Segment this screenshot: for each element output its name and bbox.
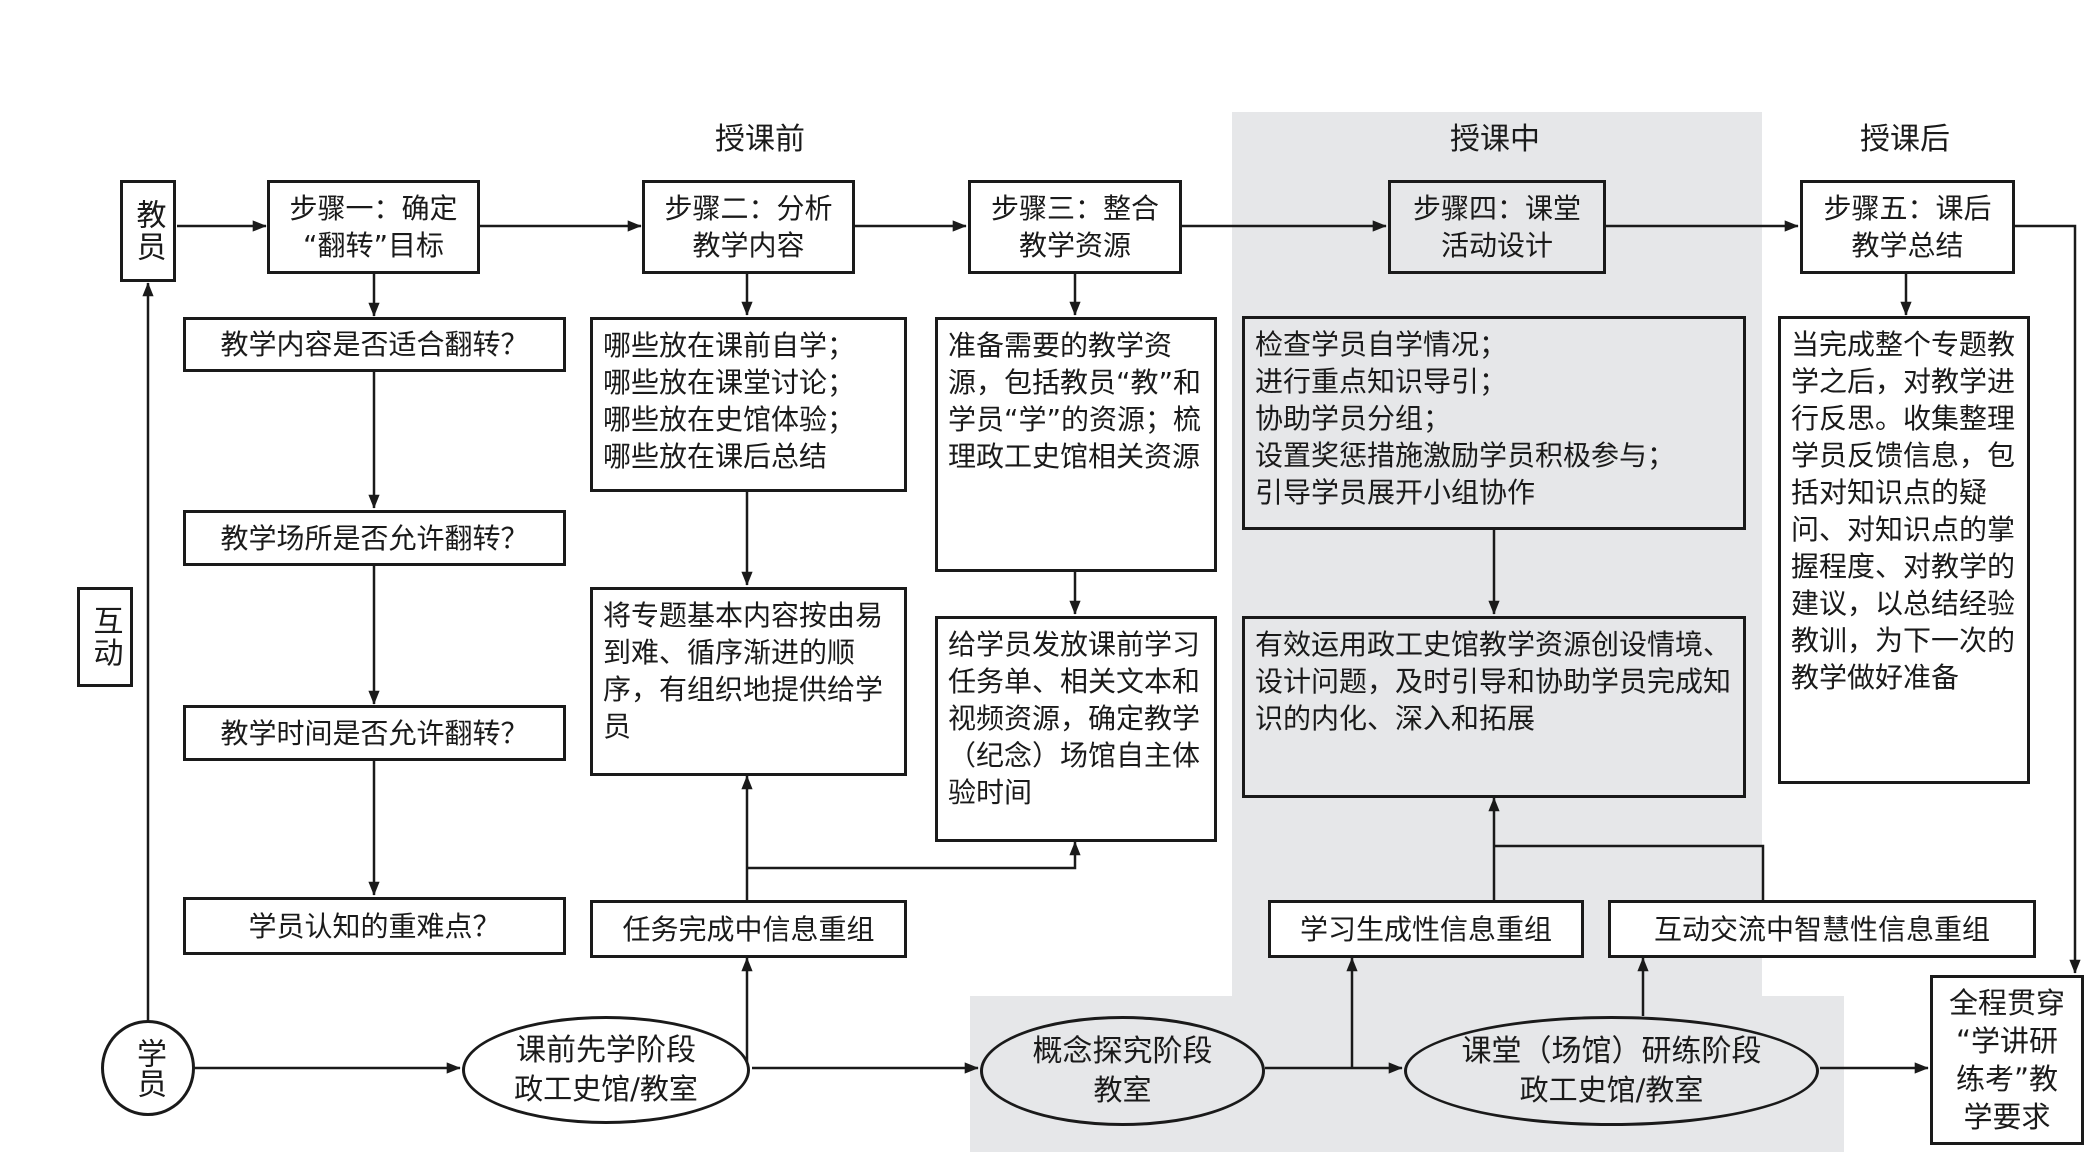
question-time-allows: 教学时间是否允许翻转？ — [183, 705, 566, 761]
phase-before-class: 授课前 — [715, 122, 805, 157]
step4-class-activities: 检查学员自学情况； 进行重点知识导引； 协助学员分组； 设置奖惩措施激励学员积极… — [1242, 316, 1746, 530]
step3-distribute-resources: 给学员发放课前学习任务单、相关文本和视频资源，确定教学（纪念）场馆自主体验时间 — [935, 616, 1217, 842]
pre-study-stage-title: 课前先学阶段 — [516, 1033, 696, 1068]
concept-explore-stage-place: 教室 — [1093, 1073, 1152, 1107]
step5-reflection: 当完成整个专题教学之后，对教学进行反思。收集整理学员反馈信息，包括对知识点的疑问… — [1778, 316, 2030, 784]
arrow-pre-feedback-to-s3b — [747, 841, 1081, 870]
learn-lecture-research-goal-box: 全程贯穿 “学讲研 练考”教 学要求 — [1930, 975, 2084, 1145]
question-content-suitable: 教学内容是否适合翻转？ — [183, 317, 566, 372]
step2-content-allocation: 哪些放在课前自学； 哪些放在课堂讨论； 哪些放在史馆体验； 哪些放在课后总结 — [590, 317, 907, 492]
teacher-box: 教员 — [120, 180, 176, 282]
concept-explore-stage-title: 概念探究阶段 — [1032, 1034, 1213, 1069]
practice-stage-title: 课堂（场馆）研练阶段 — [1461, 1034, 1762, 1069]
student-circle: 学员 — [101, 1020, 195, 1116]
phase-during-class: 授课中 — [1450, 122, 1540, 157]
practice-stage-place: 政工史馆/教室 — [1519, 1073, 1704, 1107]
pre-study-stage: 课前先学阶段 政工史馆/教室 — [462, 1016, 750, 1124]
step1-box: 步骤一：确定 “翻转”目标 — [267, 180, 480, 274]
step4-box: 步骤四：课堂 活动设计 — [1388, 180, 1606, 274]
interaction-wisdom-recombine: 互动交流中智慧性信息重组 — [1608, 900, 2036, 958]
step3-prepare-resources: 准备需要的教学资源，包括教员“教”和学员“学”的资源；梳理政工史馆相关资源 — [935, 317, 1217, 572]
pre-study-stage-place: 政工史馆/教室 — [514, 1072, 698, 1106]
arrow-step5-to-goal — [2015, 224, 2081, 974]
concept-explore-stage: 概念探究阶段 教室 — [980, 1016, 1265, 1126]
line-wisdom-recombine-up — [1494, 844, 1765, 900]
step5-box: 步骤五：课后 教学总结 — [1800, 180, 2015, 274]
step2-content-sequencing: 将专题基本内容按由易到难、循序渐进的顺序，有组织地提供给学员 — [590, 587, 907, 776]
step4-knowledge-internalize: 有效运用政工史馆教学资源创设情境、设计问题，及时引导和协助学员完成知识的内化、深… — [1242, 616, 1746, 798]
practice-stage: 课堂（场馆）研练阶段 政工史馆/教室 — [1404, 1016, 1819, 1126]
interaction-box: 互动 — [77, 587, 133, 687]
step3-box: 步骤三：整合 教学资源 — [968, 180, 1182, 274]
question-venue-allows: 教学场所是否允许翻转？ — [183, 510, 566, 566]
learning-generative-recombine: 学习生成性信息重组 — [1268, 900, 1584, 958]
question-key-difficulties: 学员认知的重难点？ — [183, 897, 566, 955]
step2-box: 步骤二：分析 教学内容 — [642, 180, 855, 274]
phase-after-class: 授课后 — [1860, 122, 1950, 157]
task-completion-recombine: 任务完成中信息重组 — [590, 900, 907, 958]
